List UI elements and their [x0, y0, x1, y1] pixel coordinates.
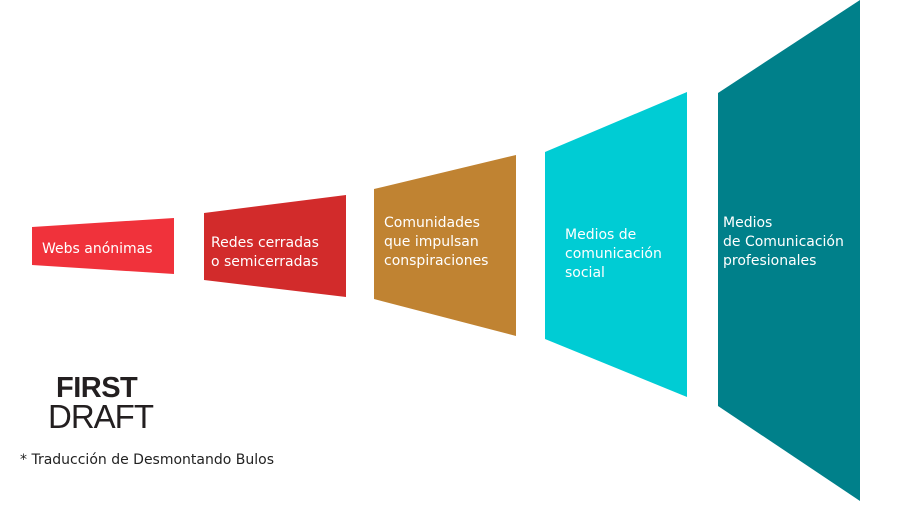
stage-label-medios-profesionales: Medios de Comunicación profesionales — [723, 215, 844, 269]
logo-line-draft: DRAFT — [48, 398, 154, 435]
logo-line-first: FIRST — [56, 372, 138, 404]
stage-5-shape — [718, 0, 860, 501]
translation-footnote: * Traducción de Desmontando Bulos — [20, 452, 274, 468]
stage-label-medios-comunicacion-social: Medios de comunicación social — [565, 227, 662, 281]
stage-label-redes-cerradas: Redes cerradas o semicerradas — [211, 235, 319, 270]
first-draft-logo: FIRST DRAFT — [48, 372, 154, 435]
stage-4-shape — [545, 92, 687, 397]
stage-label-webs-anonimas: Webs anónimas — [42, 241, 153, 257]
stage-1-shape — [32, 218, 174, 274]
stage-2-shape — [204, 195, 346, 297]
stage-label-comunidades: Comunidades que impulsan conspiraciones — [384, 215, 489, 269]
stage-3-shape — [374, 155, 516, 336]
